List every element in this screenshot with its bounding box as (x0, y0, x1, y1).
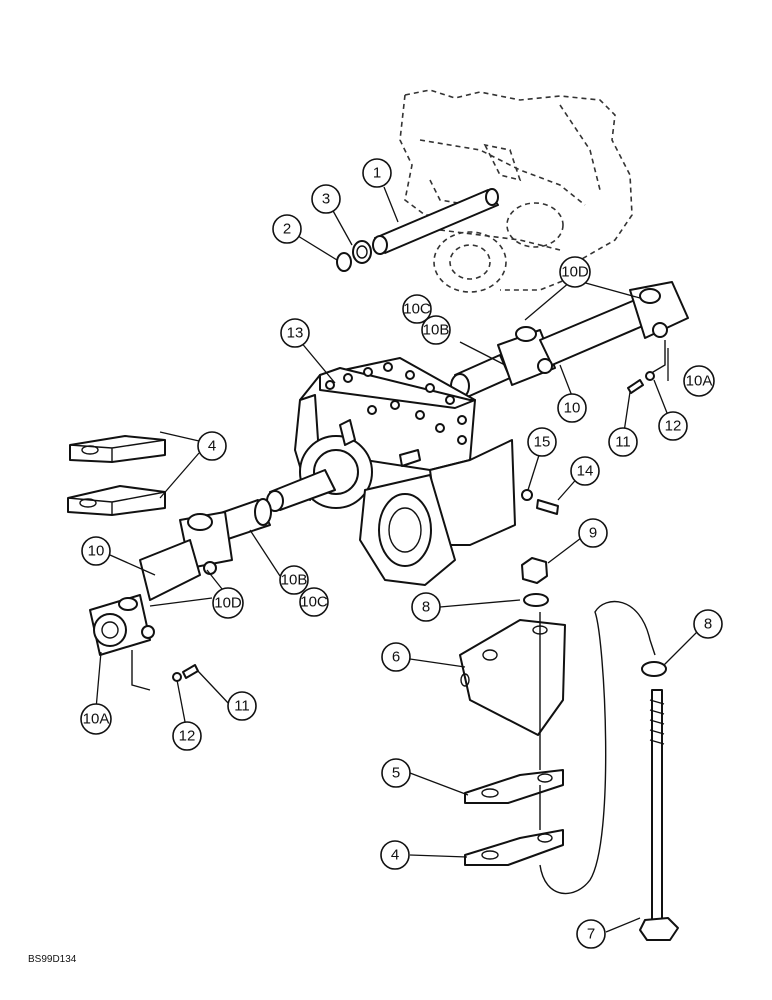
svg-text:3: 3 (322, 191, 330, 208)
bolt-right (627, 371, 655, 394)
washer-part-8-upper (523, 593, 549, 607)
callout-10C-right: 10C (402, 294, 432, 324)
callout-13: 13 (280, 318, 310, 348)
callout-10-right: 10 (557, 393, 587, 423)
long-bolt-part-7 (639, 661, 679, 941)
spacer-part-5 (464, 769, 564, 804)
svg-text:11: 11 (234, 698, 250, 715)
callout-9: 9 (578, 518, 608, 548)
svg-text:1: 1 (373, 165, 381, 182)
callout-14: 14 (570, 456, 600, 486)
svg-text:10C: 10C (403, 301, 431, 318)
svg-text:10B: 10B (281, 572, 308, 589)
svg-text:10: 10 (88, 543, 105, 560)
svg-text:10A: 10A (686, 373, 713, 390)
svg-text:6: 6 (392, 649, 400, 666)
svg-text:10D: 10D (214, 595, 242, 612)
callout-10D-left: 10D (212, 587, 244, 619)
svg-text:12: 12 (665, 418, 682, 435)
bolt-left (172, 664, 199, 682)
callout-8-left: 8 (411, 592, 441, 622)
svg-text:4: 4 (208, 438, 216, 455)
svg-text:4: 4 (391, 847, 399, 864)
alignment-loop (539, 600, 656, 895)
gearbox-bolts (325, 362, 467, 445)
svg-text:13: 13 (287, 325, 304, 342)
callout-10C-left: 10C (299, 587, 329, 617)
washer-part-2 (336, 252, 352, 272)
callout-4-top: 4 (197, 431, 227, 461)
callout-3: 3 (311, 184, 341, 214)
svg-text:8: 8 (422, 599, 430, 616)
spacer-blocks-left (67, 435, 166, 516)
callout-15: 15 (527, 427, 557, 457)
svg-text:10: 10 (564, 400, 581, 417)
svg-text:5: 5 (392, 765, 400, 782)
callout-10D-right: 10D (559, 256, 591, 288)
callout-1: 1 (362, 158, 392, 188)
callout-2: 2 (272, 214, 302, 244)
drive-shaft-right (450, 281, 689, 399)
svg-text:11: 11 (615, 434, 631, 451)
svg-text:10C: 10C (300, 594, 328, 611)
bracket-part-6 (459, 619, 566, 736)
callout-10B-right: 10B (421, 315, 451, 345)
callout-10-left: 10 (81, 536, 111, 566)
callout-8-right: 8 (693, 609, 723, 639)
svg-text:14: 14 (577, 463, 594, 480)
nut-part-9 (521, 557, 548, 584)
bolt-part-14 (536, 499, 559, 515)
svg-text:7: 7 (587, 926, 595, 943)
figure-reference: BS99D134 (28, 954, 77, 965)
callout-5: 5 (381, 758, 411, 788)
svg-text:8: 8 (704, 616, 712, 633)
svg-text:2: 2 (283, 221, 291, 238)
callout-10B-left: 10B (279, 565, 309, 595)
ghost-axle-housing (399, 89, 633, 293)
callout-7: 7 (576, 919, 606, 949)
callout-11-right: 11 (608, 427, 638, 457)
washer-part-3 (352, 240, 372, 264)
svg-text:10D: 10D (561, 264, 589, 281)
callout-4-bottom: 4 (380, 840, 410, 870)
callout-12-right: 12 (658, 411, 688, 441)
svg-text:10A: 10A (83, 711, 110, 728)
washer-part-15 (521, 489, 533, 501)
callout-11-left: 11 (227, 691, 257, 721)
drive-shaft-left (89, 498, 272, 691)
svg-text:15: 15 (534, 434, 551, 451)
pin-part-1 (372, 188, 499, 255)
callout-6: 6 (381, 642, 411, 672)
callout-10A-left: 10A (80, 703, 112, 735)
svg-text:12: 12 (179, 728, 196, 745)
svg-text:10B: 10B (423, 322, 450, 339)
spacer-part-4-lower (464, 829, 564, 866)
callout-10A-right: 10A (683, 365, 715, 397)
svg-text:9: 9 (589, 525, 597, 542)
callout-12-left: 12 (172, 721, 202, 751)
